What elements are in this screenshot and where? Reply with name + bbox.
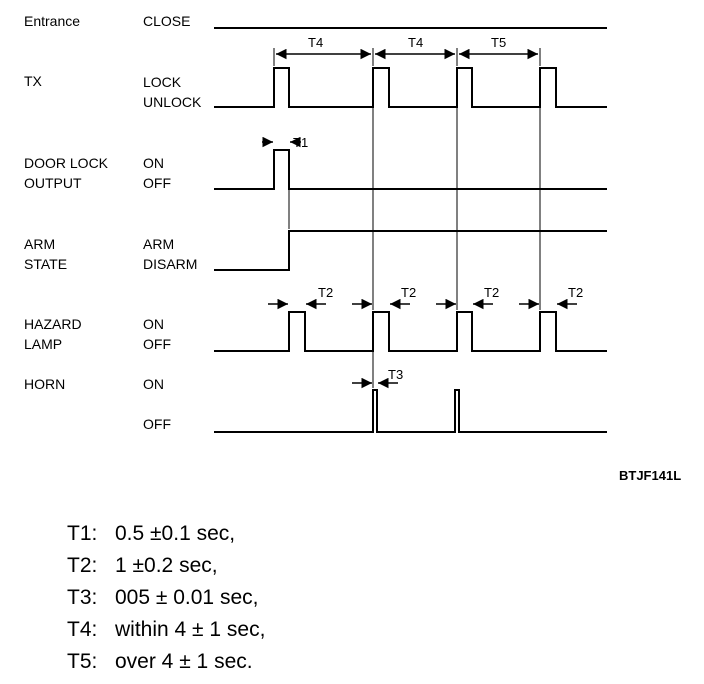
state-label-lock: LOCK: [143, 74, 182, 90]
note-key: T1:: [67, 522, 98, 545]
note-value: over 4 ± 1 sec.: [115, 650, 253, 673]
figure-code: BTJF141L: [619, 468, 682, 483]
label-t5: T5: [491, 35, 506, 50]
note-key: T5:: [67, 650, 98, 673]
signal-name-hazard: HAZARD: [24, 316, 82, 332]
waveform-hazard-lamp: [214, 311, 607, 352]
note-t2: T2: 1 ±0.2 sec,: [67, 554, 218, 578]
signal-name-state: STATE: [24, 256, 68, 272]
note-value: 1 ±0.2 sec,: [115, 554, 218, 577]
label-t2-4: T2: [568, 285, 583, 300]
signal-name-door-lock: DOOR LOCK: [24, 155, 109, 171]
label-t4-2: T4: [408, 35, 423, 50]
signal-name-arm: ARM: [24, 236, 56, 252]
state-label-horn-off: OFF: [143, 416, 171, 432]
state-label-hazard-on: ON: [143, 316, 164, 332]
note-value: within 4 ± 1 sec,: [115, 618, 266, 641]
signal-name-horn: HORN: [24, 376, 66, 392]
state-label-horn-on: ON: [143, 376, 164, 392]
state-label-unlock: UNLOCK: [143, 94, 202, 110]
note-t1: T1: 0.5 ±0.1 sec,: [67, 522, 235, 546]
state-label-close: CLOSE: [143, 13, 191, 29]
label-t2-1: T2: [318, 285, 333, 300]
label-t4-1: T4: [308, 35, 323, 50]
waveform-door-lock-output: [214, 149, 607, 190]
state-label-door-off: OFF: [143, 175, 171, 191]
label-t2-2: T2: [401, 285, 416, 300]
state-label-disarm: DISARM: [143, 256, 198, 272]
signal-name-lamp: LAMP: [24, 336, 63, 352]
note-value: 005 ± 0.01 sec,: [115, 586, 259, 609]
label-t1: T1: [293, 135, 308, 150]
signal-name-output: OUTPUT: [24, 175, 82, 191]
state-label-arm: ARM: [143, 236, 175, 252]
waveform-arm-state: [214, 230, 607, 271]
waveform-horn: [214, 389, 607, 433]
note-key: T4:: [67, 618, 98, 641]
note-t5: T5: over 4 ± 1 sec.: [67, 650, 253, 674]
state-label-door-on: ON: [143, 155, 164, 171]
waveform-tx: [214, 67, 607, 108]
note-key: T2:: [67, 554, 98, 577]
label-t3: T3: [388, 367, 403, 382]
label-t2-3: T2: [484, 285, 499, 300]
note-t4: T4: within 4 ± 1 sec,: [67, 618, 265, 642]
signal-name-entrance: Entrance: [24, 13, 81, 29]
signal-name-tx: TX: [24, 73, 42, 89]
state-label-hazard-off: OFF: [143, 336, 171, 352]
note-t3: T3: 005 ± 0.01 sec,: [67, 586, 258, 610]
note-key: T3:: [67, 586, 98, 609]
note-value: 0.5 ±0.1 sec,: [115, 522, 236, 545]
